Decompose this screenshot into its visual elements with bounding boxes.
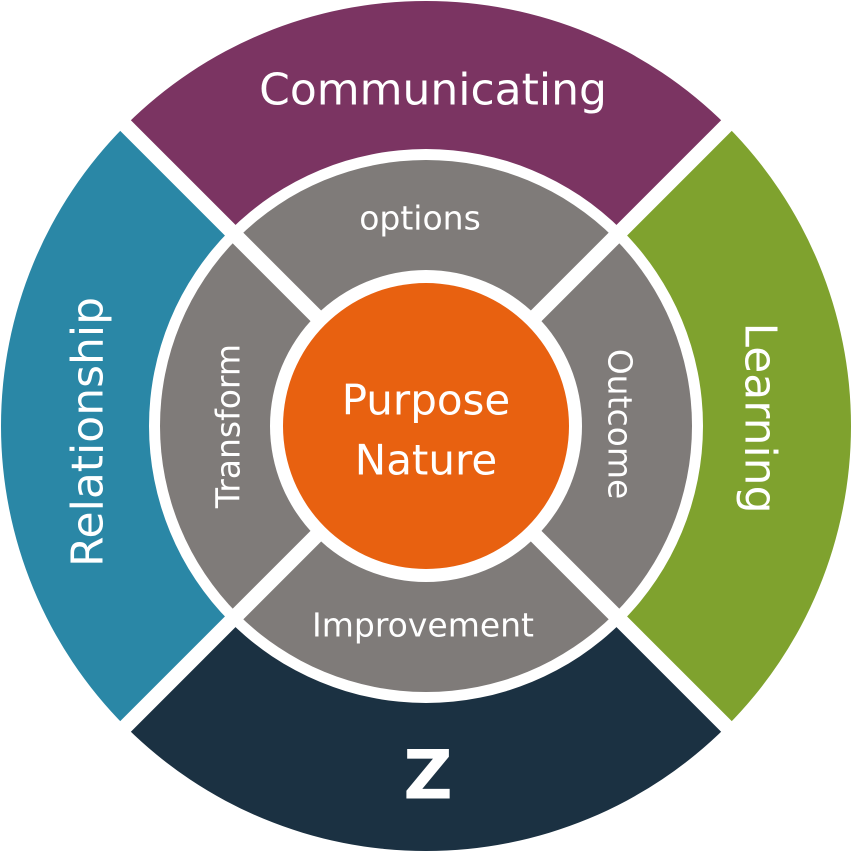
label-communicating: Communicating <box>259 65 607 116</box>
center-label-purpose: Purpose <box>342 376 511 425</box>
outer-segment-learning <box>621 125 851 727</box>
label-learning: Learning <box>735 322 786 513</box>
label-z: Z <box>403 737 452 816</box>
center-circle <box>283 283 569 569</box>
label-transform: Transform <box>209 344 248 509</box>
outer-segment-relationship <box>1 125 231 727</box>
outer-segment-z <box>125 621 727 851</box>
outer-segment-communicating <box>125 1 727 231</box>
center-label-nature: Nature <box>355 436 497 485</box>
label-relationship: Relationship <box>63 297 114 567</box>
label-outcome: Outcome <box>601 349 640 500</box>
label-improvement: Improvement <box>312 606 534 645</box>
label-options: options <box>359 199 481 238</box>
